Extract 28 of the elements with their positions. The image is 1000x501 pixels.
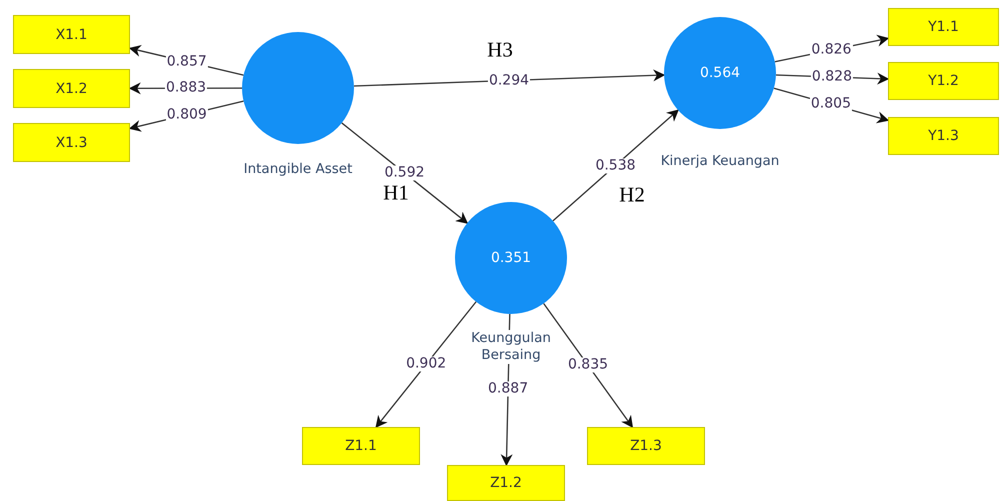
indicator-box: Z1.2: [447, 465, 565, 501]
edge-label: 0.826: [810, 42, 852, 58]
variable-name: Kinerja Keuangan: [660, 153, 780, 170]
edge-label: 0.294: [488, 73, 530, 88]
edge-label: 0.592: [383, 166, 426, 180]
hypothesis-label: H1: [383, 180, 409, 206]
indicator-box: X1.1: [13, 15, 130, 54]
hypothesis-label: H2: [619, 182, 645, 208]
edge-label: 0.887: [487, 382, 530, 397]
edge-label: 0.902: [405, 356, 448, 372]
arrow: [543, 303, 634, 428]
indicator-box: Y1.1: [888, 8, 999, 46]
edge-label: 0.809: [166, 107, 208, 122]
edge-label: 0.805: [810, 96, 852, 112]
edge-label: 0.538: [594, 158, 637, 173]
edge-label: 0.835: [566, 358, 610, 373]
edge-label: 0.857: [166, 54, 208, 70]
indicator-box: X1.3: [13, 123, 130, 162]
indicator-box: Y1.2: [888, 62, 999, 100]
indicator-box: Y1.3: [888, 117, 999, 155]
r-squared-value: 0.564: [700, 65, 740, 81]
indicator-box: X1.2: [13, 69, 130, 108]
hypothesis-label: H3: [487, 38, 513, 62]
arrow: [375, 301, 477, 428]
indicator-box: Z1.3: [587, 427, 705, 465]
r-squared-value: 0.351: [490, 250, 532, 266]
variable-name: Intangible Asset: [244, 161, 352, 178]
indicator-box: Z1.1: [302, 427, 420, 465]
